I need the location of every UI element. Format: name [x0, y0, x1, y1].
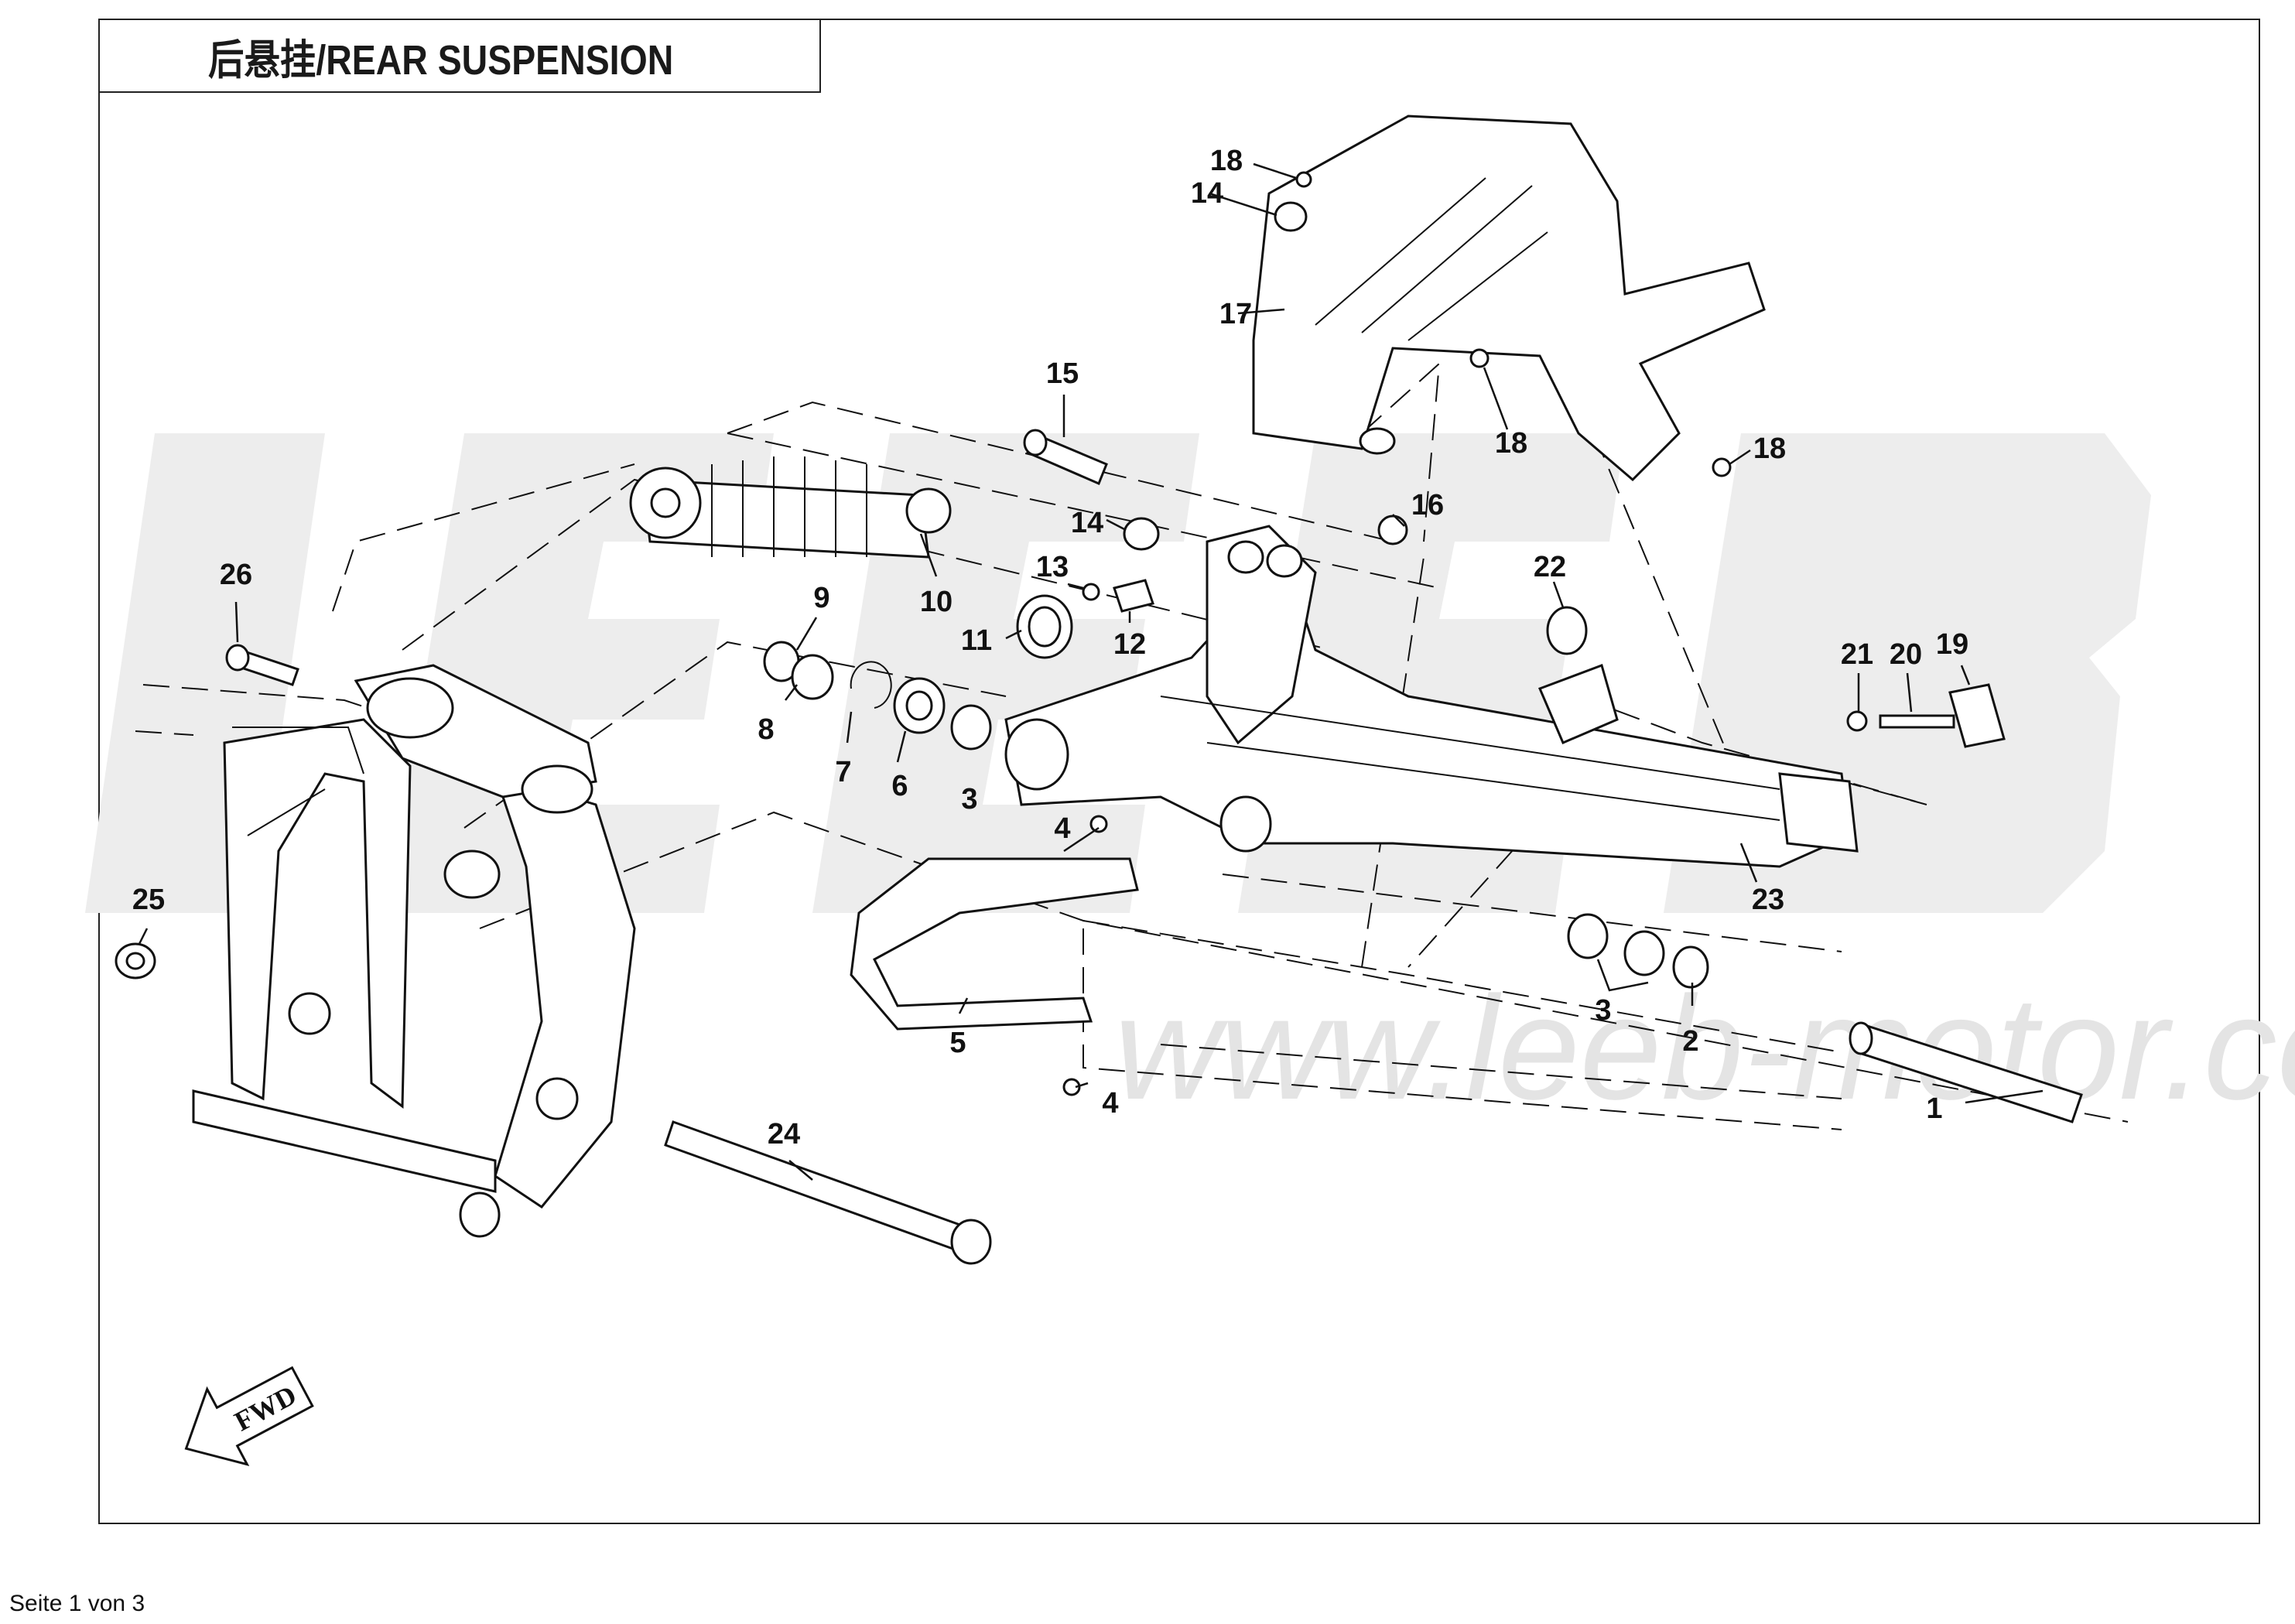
callout-8: 8 — [758, 713, 774, 746]
callout-15: 15 — [1046, 357, 1079, 390]
callout-10: 10 — [920, 586, 953, 618]
callout-4: 4 — [1054, 812, 1070, 845]
callout-7: 7 — [835, 756, 851, 788]
frame-bracket-assembly — [192, 664, 636, 1238]
callout-1: 1 — [1926, 1092, 1942, 1125]
callout-9: 9 — [813, 582, 829, 614]
callout-13: 13 — [1036, 551, 1069, 583]
callout-25: 25 — [132, 884, 165, 916]
page-footer: Seite 1 von 3 — [9, 1591, 145, 1616]
small-parts — [115, 171, 2083, 1265]
callout-4: 4 — [1102, 1087, 1118, 1120]
callout-18: 18 — [1210, 145, 1243, 177]
callout-18: 18 — [1495, 427, 1527, 460]
rear-shock-absorber — [629, 456, 952, 559]
callout-3: 3 — [961, 783, 977, 815]
callout-5: 5 — [949, 1027, 966, 1059]
callout-19: 19 — [1936, 628, 1968, 661]
drawing-frame — [98, 19, 2260, 1524]
callouts: 1 2 3 3 4 4 5 6 7 8 9 10 11 12 13 14 14 … — [132, 145, 1968, 1150]
diagram-title: 后悬挂/REAR SUSPENSION — [208, 36, 674, 84]
callout-17: 17 — [1219, 298, 1252, 330]
callout-16: 16 — [1411, 489, 1444, 521]
callout-23: 23 — [1752, 884, 1784, 916]
callout-24: 24 — [768, 1118, 800, 1150]
callout-20: 20 — [1890, 638, 1922, 671]
swing-arm — [1004, 525, 1859, 868]
watermark-url: www.leeb-motor.com — [1114, 966, 2295, 1130]
callout-21: 21 — [1841, 638, 1873, 671]
chain-guard — [850, 857, 1139, 1031]
callout-14: 14 — [1191, 177, 1223, 210]
callout-12: 12 — [1113, 628, 1146, 661]
callout-3: 3 — [1595, 994, 1611, 1027]
rear-hugger-fender — [1252, 115, 1766, 482]
title-box: 后悬挂/REAR SUSPENSION — [98, 19, 821, 93]
callout-18: 18 — [1753, 432, 1786, 465]
callout-26: 26 — [220, 559, 252, 591]
callout-11: 11 — [961, 624, 992, 657]
callout-6: 6 — [891, 770, 908, 802]
leader-lines — [138, 162, 2044, 1181]
callout-2: 2 — [1682, 1025, 1698, 1058]
callout-22: 22 — [1534, 551, 1566, 583]
fwd-arrow: FWD — [184, 1366, 314, 1466]
callout-14: 14 — [1071, 507, 1103, 539]
